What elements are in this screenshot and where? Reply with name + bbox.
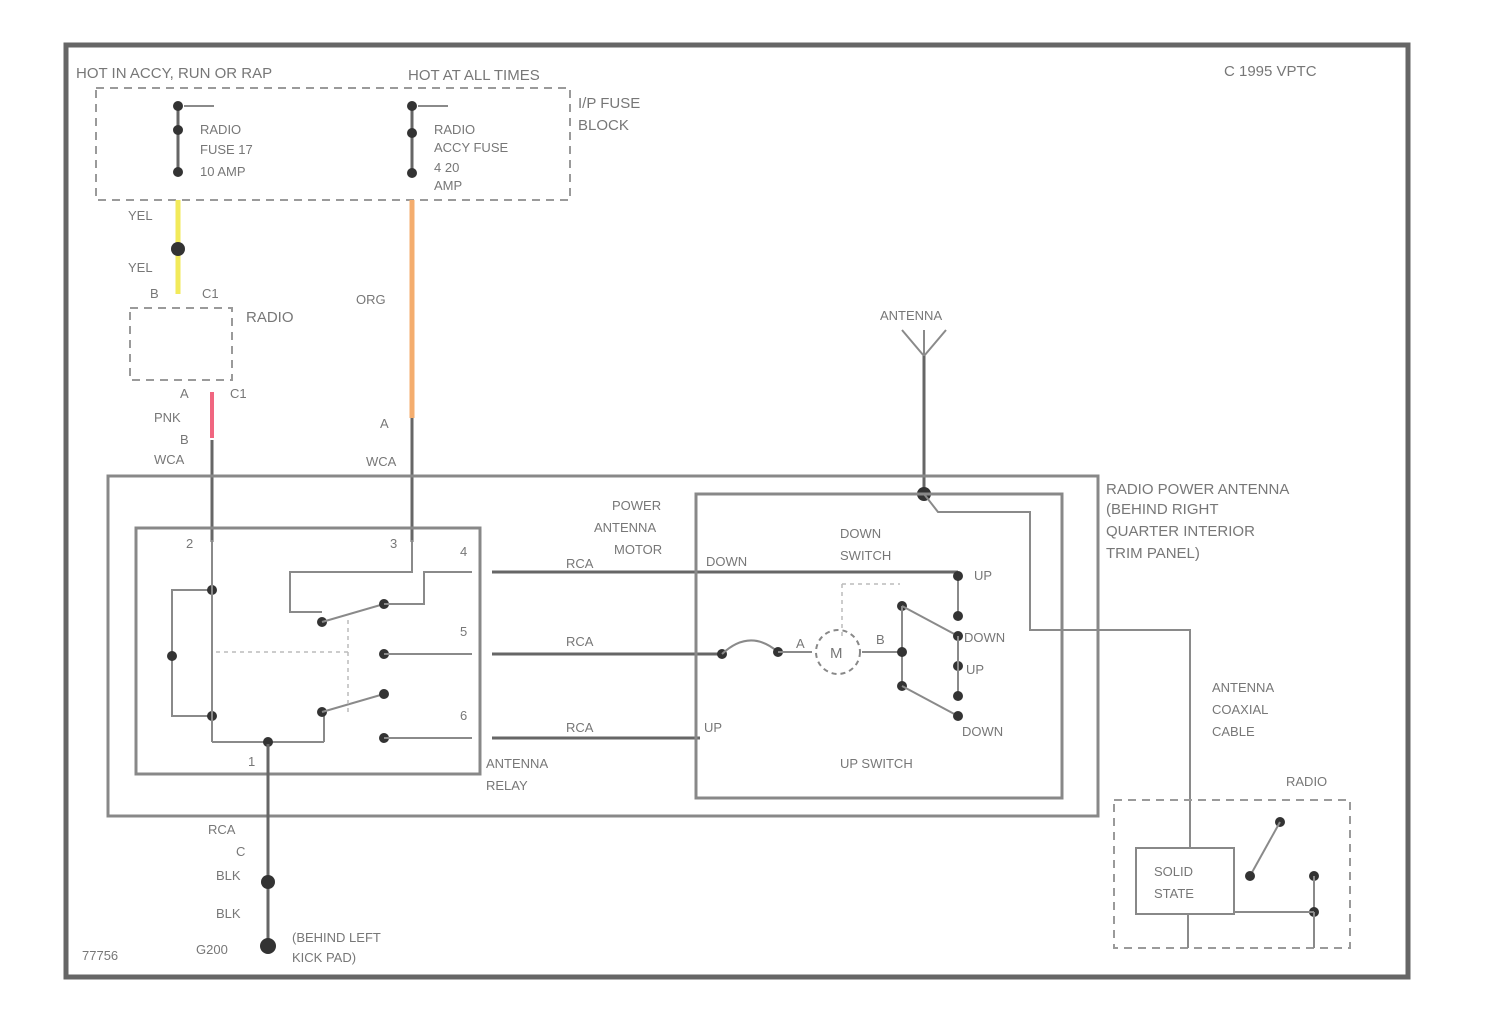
radio-top-box (130, 308, 232, 380)
motor-pin-a: A (796, 636, 805, 651)
assembly-label-2: (BEHIND RIGHT (1106, 501, 1219, 518)
rca-bot-label: RCA (566, 720, 594, 735)
fuse2-line-2: ACCY FUSE (434, 140, 508, 155)
ground-location-2: KICK PAD) (292, 950, 356, 965)
wca-left-label: WCA (154, 452, 185, 467)
pin-6-label: 6 (460, 708, 467, 723)
rca-gnd-label: RCA (208, 822, 236, 837)
coax-label-3: CABLE (1212, 724, 1255, 739)
radio-top-label: RADIO (246, 309, 294, 326)
relay-label-2: RELAY (486, 778, 528, 793)
limit-switches (842, 571, 963, 721)
rca-top-label: RCA (566, 556, 594, 571)
blk-label-1: BLK (216, 868, 241, 883)
relay-contact-upper (290, 540, 472, 627)
pin-2-label: 2 (186, 536, 193, 551)
pin-a-label: A (380, 416, 389, 431)
radio-pin-a: A (180, 386, 189, 401)
solid-state-box (1136, 848, 1234, 914)
fuse2-line-1: RADIO (434, 122, 475, 137)
down-label: DOWN (706, 554, 747, 569)
figure-id: 77756 (82, 948, 118, 963)
org-label: ORG (356, 292, 386, 307)
fuse1-line-1: RADIO (200, 122, 241, 137)
switch-down-1: DOWN (964, 630, 1005, 645)
up-label: UP (704, 720, 722, 735)
motor-pin-b: B (876, 632, 885, 647)
pin-5-label: 5 (460, 624, 467, 639)
fuse-block-label-2: BLOCK (578, 117, 629, 134)
pin-c-label: C (236, 844, 245, 859)
hot-accy-label: HOT IN ACCY, RUN OR RAP (76, 65, 272, 82)
assembly-label-1: RADIO POWER ANTENNA (1106, 481, 1289, 498)
radio-conn-top: C1 (202, 286, 219, 301)
pin-3-label: 3 (390, 536, 397, 551)
fuse2-line-3: 4 20 (434, 160, 459, 175)
up-switch-label: UP SWITCH (840, 756, 913, 771)
motor-label-2: ANTENNA (594, 520, 656, 535)
pnk-label: PNK (154, 410, 181, 425)
switch-up-2: UP (966, 662, 984, 677)
pin-1-label: 1 (248, 754, 255, 769)
yel-label-2: YEL (128, 260, 153, 275)
radio-switch (1188, 817, 1319, 948)
radio-conn-bottom: C1 (230, 386, 247, 401)
wca-mid-label: WCA (366, 454, 397, 469)
antenna-icon (902, 330, 946, 356)
motor-label-1: POWER (612, 498, 661, 513)
relay-contact-lower (216, 620, 472, 743)
radio-pin-b: B (150, 286, 159, 301)
pin-4-label: 4 (460, 544, 467, 559)
yel-splice (171, 242, 185, 256)
assembly-label-3: QUARTER INTERIOR (1106, 523, 1255, 540)
switch-down-2: DOWN (962, 724, 1003, 739)
blk-label-2: BLK (216, 906, 241, 921)
solid-state-line-1: SOLID (1154, 864, 1193, 879)
copyright-label: C 1995 VPTC (1224, 63, 1317, 80)
assembly-label-4: TRIM PANEL) (1106, 545, 1200, 562)
down-switch-label-2: SWITCH (840, 548, 891, 563)
fuse2-line-4: AMP (434, 178, 462, 193)
switch-up-1: UP (974, 568, 992, 583)
motor-m: M (830, 645, 843, 662)
coax-label-1: ANTENNA (1212, 680, 1274, 695)
ground-location-1: (BEHIND LEFT (292, 930, 381, 945)
fuse1-line-3: 10 AMP (200, 164, 246, 179)
motor-label-3: MOTOR (614, 542, 662, 557)
fuse-block-label-1: I/P FUSE (578, 95, 640, 112)
motor-symbol (717, 630, 902, 674)
radio-bottom-label: RADIO (1286, 774, 1327, 789)
down-switch-label-1: DOWN (840, 526, 881, 541)
pin-b-label: B (180, 432, 189, 447)
yel-label-1: YEL (128, 208, 153, 223)
fuse1-line-2: FUSE 17 (200, 142, 253, 157)
ground-label: G200 (196, 942, 228, 957)
rca-mid-label: RCA (566, 634, 594, 649)
hot-always-label: HOT AT ALL TIMES (408, 67, 540, 84)
antenna-label: ANTENNA (880, 308, 942, 323)
relay-label-1: ANTENNA (486, 756, 548, 771)
coax-label-2: COAXIAL (1212, 702, 1268, 717)
solid-state-line-2: STATE (1154, 886, 1194, 901)
